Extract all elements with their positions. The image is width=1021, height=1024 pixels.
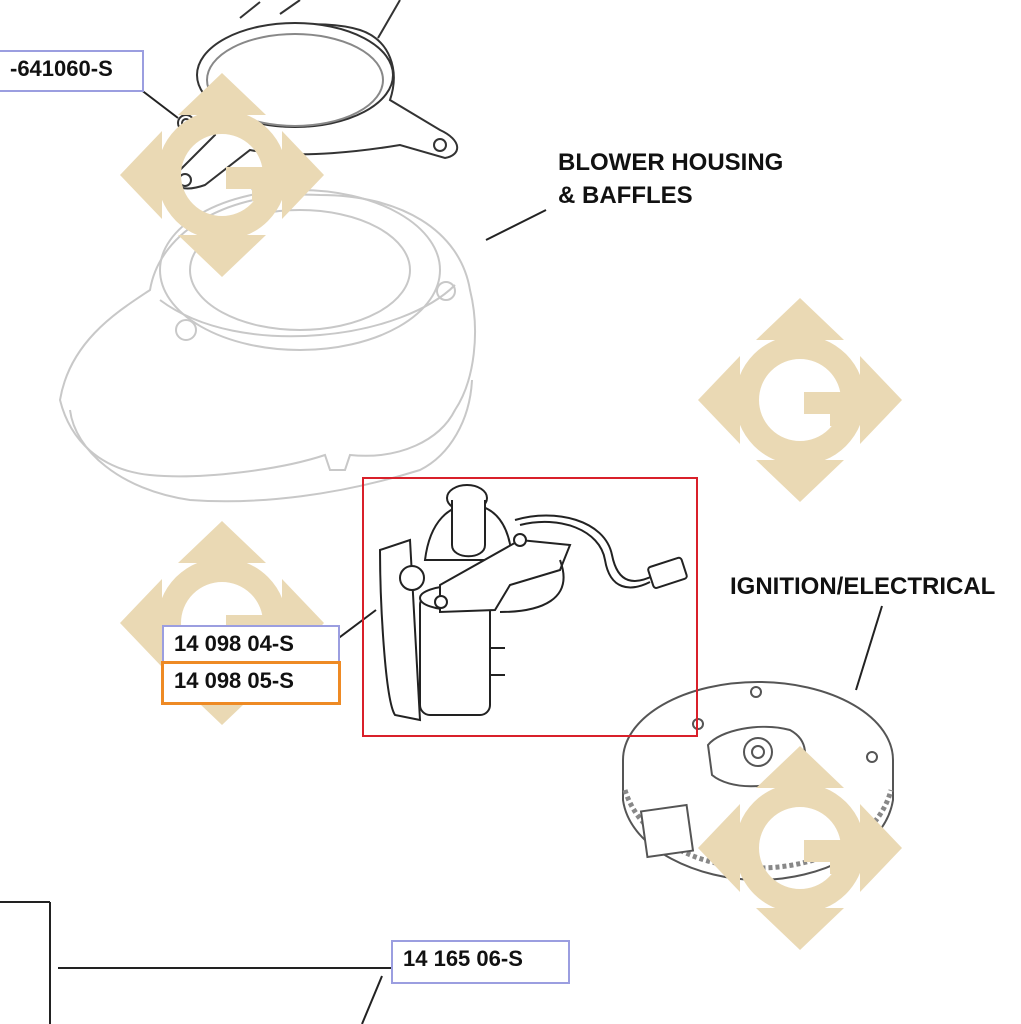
ignition-section-title: IGNITION/ELECTRICAL: [730, 570, 995, 603]
blower-title-line2: & BAFFLES: [558, 182, 693, 209]
ignition-title-line1: IGNITION/ELECTRICAL: [730, 573, 996, 600]
starter-highlight-box: [362, 477, 698, 737]
part-label-starter-2[interactable]: 14 098 05-S: [161, 661, 341, 705]
blower-title-line1: BLOWER HOUSING: [558, 149, 784, 176]
leader-lines: [0, 85, 883, 1024]
part-label-bottom[interactable]: 14 165 06-S: [391, 940, 570, 984]
g-watermark-icon: [698, 298, 902, 502]
part-label-top-left[interactable]: -641060-S: [0, 50, 144, 92]
part-label-starter-1[interactable]: 14 098 04-S: [162, 625, 340, 663]
starter-motor-drawing: [378, 484, 688, 722]
blower-housing-drawing: [58, 172, 476, 503]
blower-section-title: BLOWER HOUSING & BAFFLES: [558, 146, 783, 212]
